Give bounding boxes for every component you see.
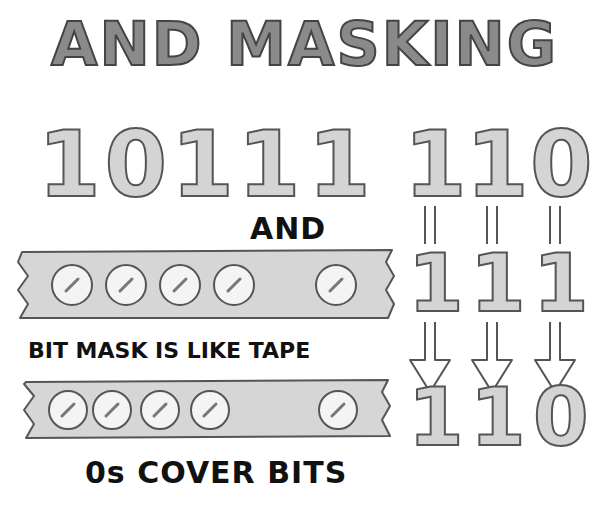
result-digit: 1	[408, 378, 464, 458]
mask-digit: 1	[408, 244, 464, 324]
result-digit: 1	[470, 378, 526, 458]
diagram-title: AND MASKING	[51, 14, 558, 74]
bit-digit: 1	[308, 120, 371, 210]
mask-digit: 1	[533, 244, 589, 324]
bit-digits: 1011	[38, 120, 305, 210]
note-text: BIT MASK IS LIKE TAPE	[28, 340, 310, 362]
result-digit: 0	[533, 378, 589, 458]
bit-digit: 1	[404, 120, 467, 210]
bit-digit: 1	[466, 120, 529, 210]
operator-label: AND	[250, 214, 326, 244]
mask-digit: 1	[470, 244, 526, 324]
note-text: 0s COVER BITS	[85, 458, 347, 488]
bit-digit: 0	[530, 120, 593, 210]
